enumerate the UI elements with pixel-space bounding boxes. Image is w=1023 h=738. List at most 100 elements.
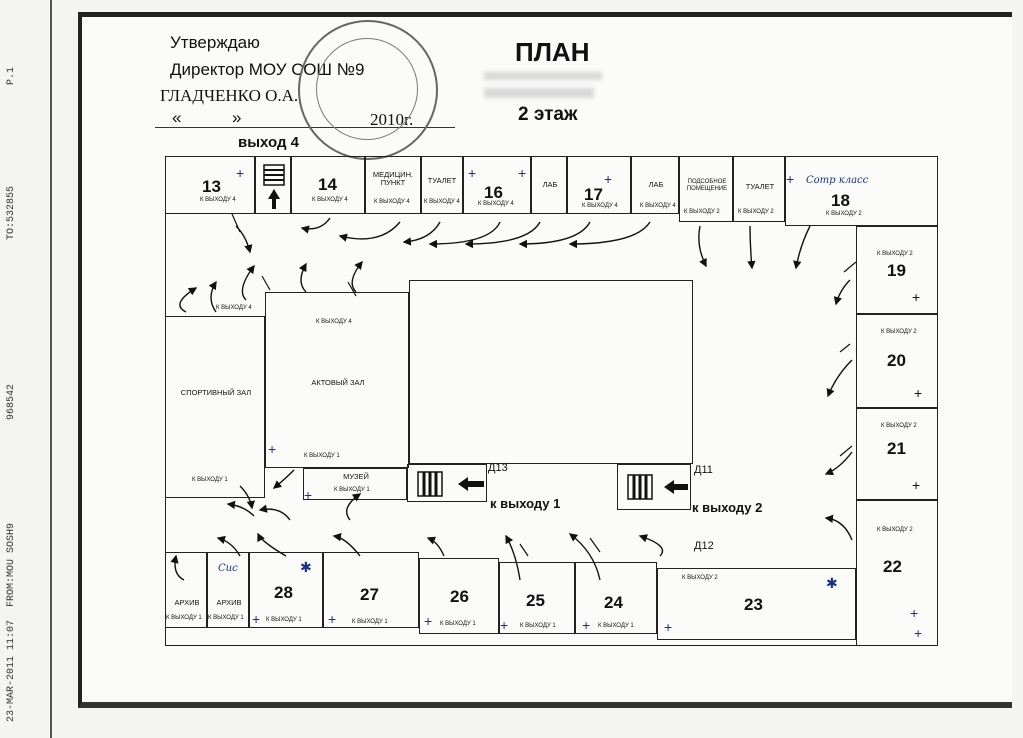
stairwell-exit4 [255,156,291,214]
room-26[interactable]: 26 К ВЫХОДУ 1 [419,558,499,634]
room-19-exit: К ВЫХОДУ 2 [877,251,913,257]
room-16-exit: К ВЫХОДУ 4 [478,201,514,207]
archive-2-name: АРХИВ [216,598,242,607]
lab-2-exit: К ВЫХОДУ 4 [640,203,676,209]
cross-mark-23b: + [664,619,673,635]
room-23-exit: К ВЫХОДУ 2 [682,575,718,581]
door-d13: Д13 [488,462,508,474]
door-d12: Д12 [694,540,714,552]
room-14-exit: К ВЫХОДУ 4 [312,197,348,203]
room-17[interactable]: 17 К ВЫХОДУ 4 [567,156,631,214]
museum-exit: К ВЫХОДУ 1 [334,487,370,493]
plan-title: ПЛАН [515,37,590,67]
cross-mark-16b: + [518,165,527,181]
stairs-icon [263,164,285,209]
archive-1[interactable]: АРХИВ К ВЫХОДУ 1 [165,552,207,628]
fax-date: 23-MAR-2011 11:07 [6,619,17,722]
room-22[interactable]: К ВЫХОДУ 2 22 [856,500,938,646]
room-17-exit: К ВЫХОДУ 4 [582,203,618,209]
room-21[interactable]: К ВЫХОДУ 2 21 [856,408,938,500]
approval-line1: Утверждаю [170,33,260,52]
gym-exit4: К ВЫХОДУ 4 [216,305,252,311]
to-exit1-label: к выходу 1 [490,496,561,511]
room-16[interactable]: 16 К ВЫХОДУ 4 [463,156,531,214]
assembly-hall-exit1: К ВЫХОДУ 1 [304,453,340,459]
room-25[interactable]: 25 К ВЫХОДУ 1 [499,562,575,634]
room-27[interactable]: 27 К ВЫХОДУ 1 [323,552,419,628]
archive-1-exit: К ВЫХОДУ 1 [166,615,202,621]
fax-to: TO:532855 [6,185,17,240]
cross-mark-hall: + [268,441,277,457]
archive-2-exit: К ВЫХОДУ 1 [208,615,244,621]
cross-mark-26: + [424,613,433,629]
room-25-number: 25 [526,591,545,610]
assembly-hall[interactable]: К ВЫХОДУ 4 АКТОВЫЙ ЗАЛ К ВЫХОДУ 1 [265,292,409,468]
cross-mark-18: + [786,171,795,187]
toilet-2-exit: К ВЫХОДУ 2 [738,209,774,215]
room-21-exit: К ВЫХОДУ 2 [881,423,917,429]
room-26-exit: К ВЫХОДУ 1 [440,621,476,627]
redacted-block-2 [484,88,594,98]
room-16-number: 16 [484,183,503,202]
left-edge-mark [50,0,52,738]
stairs-icon-exit2 [627,474,688,500]
utility-room-name: ПОДСОБНОЕ ПОМЕЩЕНИЕ [686,179,728,192]
gym[interactable]: СПОРТИВНЫЙ ЗАЛ К ВЫХОДУ 4 К ВЫХОДУ 1 [165,305,265,498]
room-28-exit: К ВЫХОДУ 1 [266,617,302,623]
toilet-1[interactable]: ТУАЛЕТ К ВЫХОДУ 4 [421,156,463,214]
exit4-label: выход 4 [238,134,299,151]
room-23-number: 23 [744,595,763,614]
room-19[interactable]: К ВЫХОДУ 2 19 [856,226,938,314]
cross-mark-21: + [912,477,921,493]
to-exit2-label: к выходу 2 [692,500,763,515]
room-13-number: 13 [202,177,221,196]
cross-mark-museum: + [304,487,313,503]
lab-1[interactable]: ЛАБ [531,156,567,214]
cross-mark-17: + [604,171,613,187]
stairwell-exit2 [617,464,691,510]
lab-2[interactable]: ЛАБ К ВЫХОДУ 4 [631,156,679,214]
cross-mark-20: + [914,385,923,401]
room-14[interactable]: 14 К ВЫХОДУ 4 [291,156,365,214]
room-18[interactable]: Comp класс 18 К ВЫХОДУ 2 [785,156,938,226]
cross-mark-28b: + [252,611,261,627]
lab-2-name: ЛАБ [648,180,664,189]
fax-number: 968542 [6,383,17,420]
room-13[interactable]: 13 К ВЫХОДУ 4 [165,156,255,214]
cross-mark-24: + [582,617,591,633]
room-14-number: 14 [318,175,337,194]
toilet-1-name: ТУАЛЕТ [427,176,457,185]
cross-mark-13: + [236,165,245,181]
medical-room-name: МЕДИЦИН. ПУНКТ [372,170,414,188]
approval-date-close: » [232,108,242,127]
room-24[interactable]: 24 К ВЫХОДУ 1 [575,562,657,634]
cross-mark-25: + [500,617,509,633]
room-18-exit: К ВЫХОДУ 2 [826,211,862,217]
room-19-number: 19 [887,261,906,280]
room-24-exit: К ВЫХОДУ 1 [598,623,634,629]
courtyard [409,280,693,464]
toilet-2[interactable]: ТУАЛЕТ К ВЫХОДУ 2 [733,156,785,222]
lab-1-name: ЛАБ [542,180,558,189]
room-22-exit: К ВЫХОДУ 2 [877,527,913,533]
archive-2[interactable]: Сис АРХИВ К ВЫХОДУ 1 [207,552,249,628]
museum[interactable]: МУЗЕЙ К ВЫХОДУ 1 [303,468,407,500]
utility-room-exit: К ВЫХОДУ 2 [684,209,720,215]
room-23[interactable]: К ВЫХОДУ 2 23 [657,568,856,640]
assembly-hall-name: АКТОВЫЙ ЗАЛ [311,378,365,387]
medical-room[interactable]: МЕДИЦИН. ПУНКТ К ВЫХОДУ 4 [365,156,421,214]
room-17-number: 17 [584,185,603,204]
room-24-number: 24 [604,593,623,612]
archive-2-note: Сис [218,563,238,574]
room-20[interactable]: К ВЫХОДУ 2 20 [856,314,938,408]
room-13-exit: К ВЫХОДУ 4 [200,197,236,203]
approval-line3: ГЛАДЧЕНКО О.А. [160,86,299,105]
cross-mark-27: + [328,611,337,627]
museum-name: МУЗЕЙ [343,472,369,481]
utility-room[interactable]: ПОДСОБНОЕ ПОМЕЩЕНИЕ К ВЫХОДУ 2 [679,156,733,222]
cross-mark-22: + [910,605,919,621]
cross-mark-23: ✱ [826,575,838,591]
cross-mark-22b: + [914,625,923,641]
toilet-2-name: ТУАЛЕТ [745,182,775,191]
room-18-number: 18 [831,191,850,210]
